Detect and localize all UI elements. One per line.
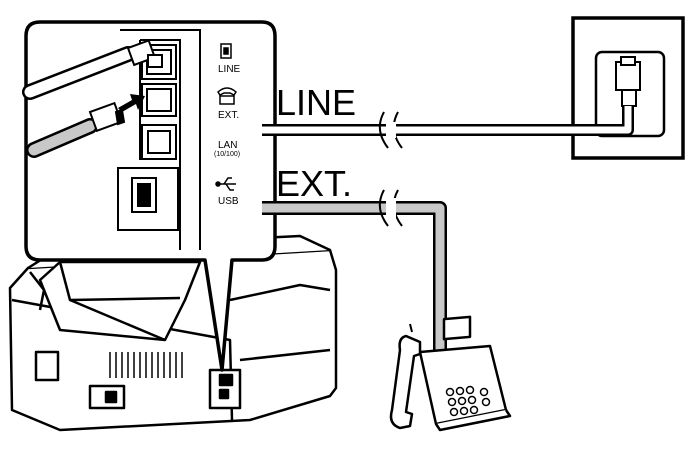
- telephone: [389, 315, 512, 432]
- port-label-lan-speed: (10/100): [214, 151, 240, 158]
- usb-port: [117, 167, 179, 231]
- ext-port: [141, 83, 177, 117]
- telephone-port-icon: [217, 87, 237, 105]
- ext-cable: [262, 189, 447, 352]
- line-port-icon: [220, 43, 232, 59]
- line-label: LINE: [276, 82, 356, 123]
- ext-plug-cable: [26, 101, 126, 158]
- ext-label: EXT.: [276, 163, 352, 204]
- line-cable: [262, 106, 634, 149]
- port-zoom-callout: LINE EXT. LAN (10/100) USB: [22, 20, 277, 372]
- port-label-line: LINE: [218, 64, 241, 75]
- port-label-ext: EXT.: [218, 110, 239, 121]
- port-label-lan: LAN: [218, 140, 237, 151]
- usb-icon: [215, 177, 236, 191]
- insert-arrow: [118, 94, 145, 112]
- line-plug-cable: [22, 39, 163, 100]
- wall-phone-jack-icon: [615, 56, 641, 107]
- vent-grille: [109, 352, 183, 378]
- wall-jack: [571, 16, 685, 160]
- keypad: [445, 385, 491, 417]
- printer: [8, 234, 338, 432]
- lan-port: [141, 124, 177, 160]
- port-label-usb: USB: [218, 196, 239, 207]
